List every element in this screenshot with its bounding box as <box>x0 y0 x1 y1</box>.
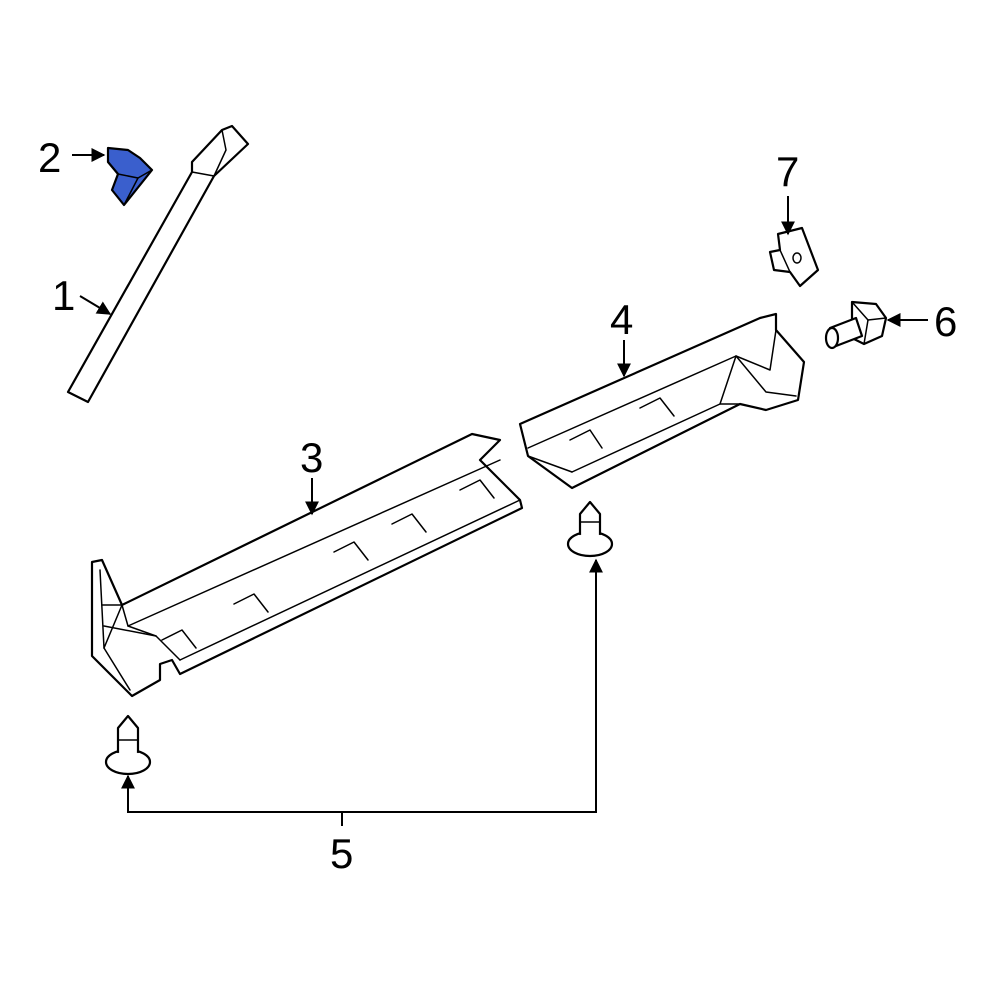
callout-1: 1 <box>52 272 75 319</box>
callout-2: 2 <box>38 134 61 181</box>
callout-5: 5 <box>330 830 353 877</box>
leader-5-left <box>121 774 343 826</box>
callout-7: 7 <box>776 148 799 195</box>
part-6-screw[interactable] <box>824 300 888 350</box>
part-7-clip-nut[interactable] <box>768 226 820 288</box>
part-3-rocker-molding-front[interactable] <box>90 432 524 698</box>
part-5-push-pin-left[interactable] <box>104 714 152 776</box>
callout-6: 6 <box>934 298 957 345</box>
callout-3: 3 <box>300 434 323 481</box>
leader-5-right <box>342 558 603 813</box>
part-1-molding-strip[interactable] <box>66 124 250 404</box>
leader-1 <box>79 295 112 315</box>
part-2-clip[interactable] <box>106 146 154 207</box>
leader-lines <box>72 148 928 826</box>
part-4-rocker-molding-rear[interactable] <box>518 312 806 490</box>
callout-4: 4 <box>610 296 633 343</box>
part-5-push-pin-right[interactable] <box>566 500 614 558</box>
